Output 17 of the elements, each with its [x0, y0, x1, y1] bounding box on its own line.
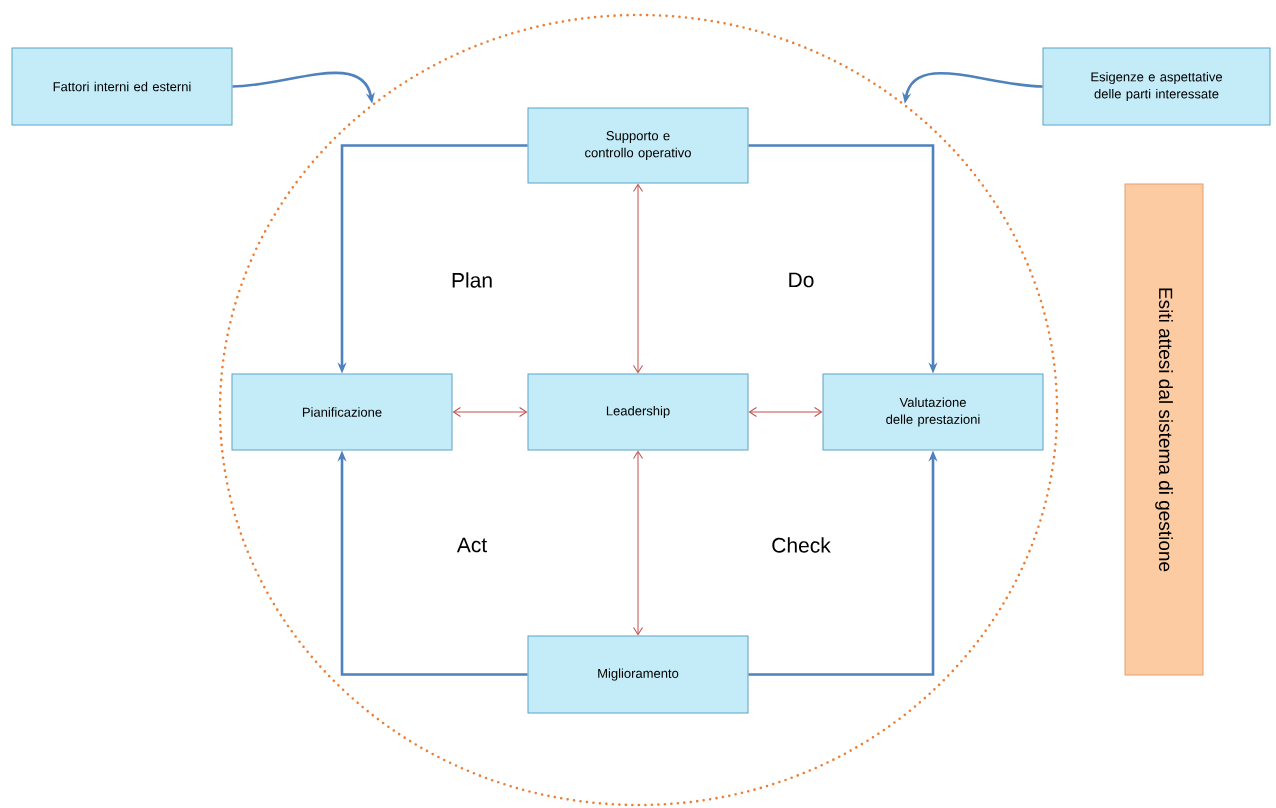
process-box: Fattori interni ed esterni	[11, 47, 233, 126]
phase-label: Plan	[452, 272, 492, 288]
process-box: Leadership	[527, 373, 749, 451]
phase-label: Act	[456, 537, 487, 553]
phase-label: Check	[772, 537, 831, 553]
arrow	[633, 183, 643, 374]
arrow	[633, 450, 643, 636]
process-box: Valutazione delle prestazioni	[822, 373, 1044, 451]
process-box: Supporto e controllo operativo	[527, 107, 749, 184]
outcome-box: Esiti attesi dal sistema di gestione	[1124, 183, 1204, 676]
arrow	[748, 407, 823, 417]
phase-label: Do	[789, 272, 814, 288]
process-box: Esigenze e aspettative delle parti interessate	[1042, 47, 1271, 126]
dotted-circle	[218, 13, 1059, 807]
process-box: Miglioramento	[527, 635, 749, 714]
process-box: Pianificazione	[231, 373, 453, 451]
arrow	[452, 407, 528, 417]
